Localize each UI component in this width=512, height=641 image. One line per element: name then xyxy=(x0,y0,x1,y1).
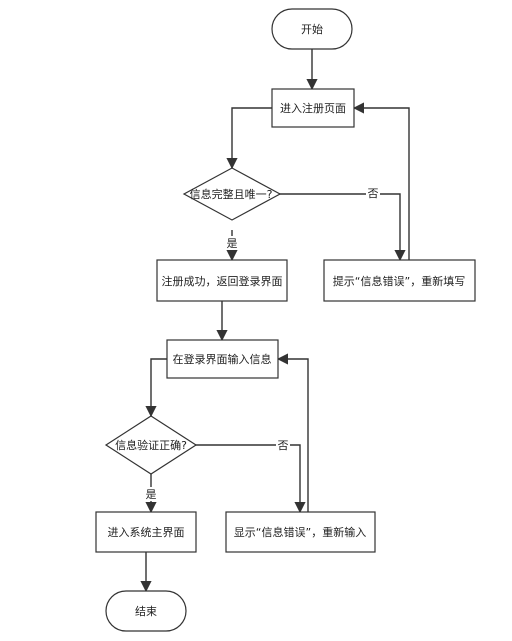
edge-label-check-yes: 是 xyxy=(227,237,238,250)
register-success-label: 注册成功，返回登录界面 xyxy=(162,274,283,288)
register-error-label: 提示“信息错误”，重新填写 xyxy=(333,274,465,288)
register-page-box xyxy=(271,88,355,128)
login-error-label: 显示“信息错误”，重新输入 xyxy=(234,525,366,539)
start-terminal xyxy=(271,8,353,50)
main-screen-box xyxy=(95,511,197,553)
edge-register-error-back-to-register-page xyxy=(352,102,410,260)
edge-label-verify-yes: 是 xyxy=(146,488,157,501)
verify-label: 信息验证正确? xyxy=(115,438,187,452)
edge-check-no-to-register-error xyxy=(278,193,406,262)
register-page-label: 进入注册页面 xyxy=(280,101,346,115)
edge-verify-no-to-login-error xyxy=(195,444,306,514)
check-unique-decision xyxy=(182,167,282,221)
edge-login-error-back-to-login-input xyxy=(276,353,309,512)
edge-register-page-to-check xyxy=(226,107,272,170)
end-terminal xyxy=(105,590,187,632)
login-input-box xyxy=(166,339,279,379)
login-error-box xyxy=(225,511,376,553)
register-success-box xyxy=(156,259,288,302)
register-error-box xyxy=(323,259,476,302)
check-unique-label: 信息完整且唯一? xyxy=(190,187,273,201)
main-screen-label: 进入系统主界面 xyxy=(108,526,185,539)
edge-login-input-to-verify xyxy=(145,358,167,418)
verify-decision xyxy=(104,415,198,475)
end-label: 结束 xyxy=(135,605,157,618)
start-label: 开始 xyxy=(301,22,323,36)
login-input-label: 在登录界面输入信息 xyxy=(173,352,272,366)
edge-label-check-no: 否 xyxy=(368,187,379,200)
edge-label-verify-no: 否 xyxy=(278,439,289,452)
